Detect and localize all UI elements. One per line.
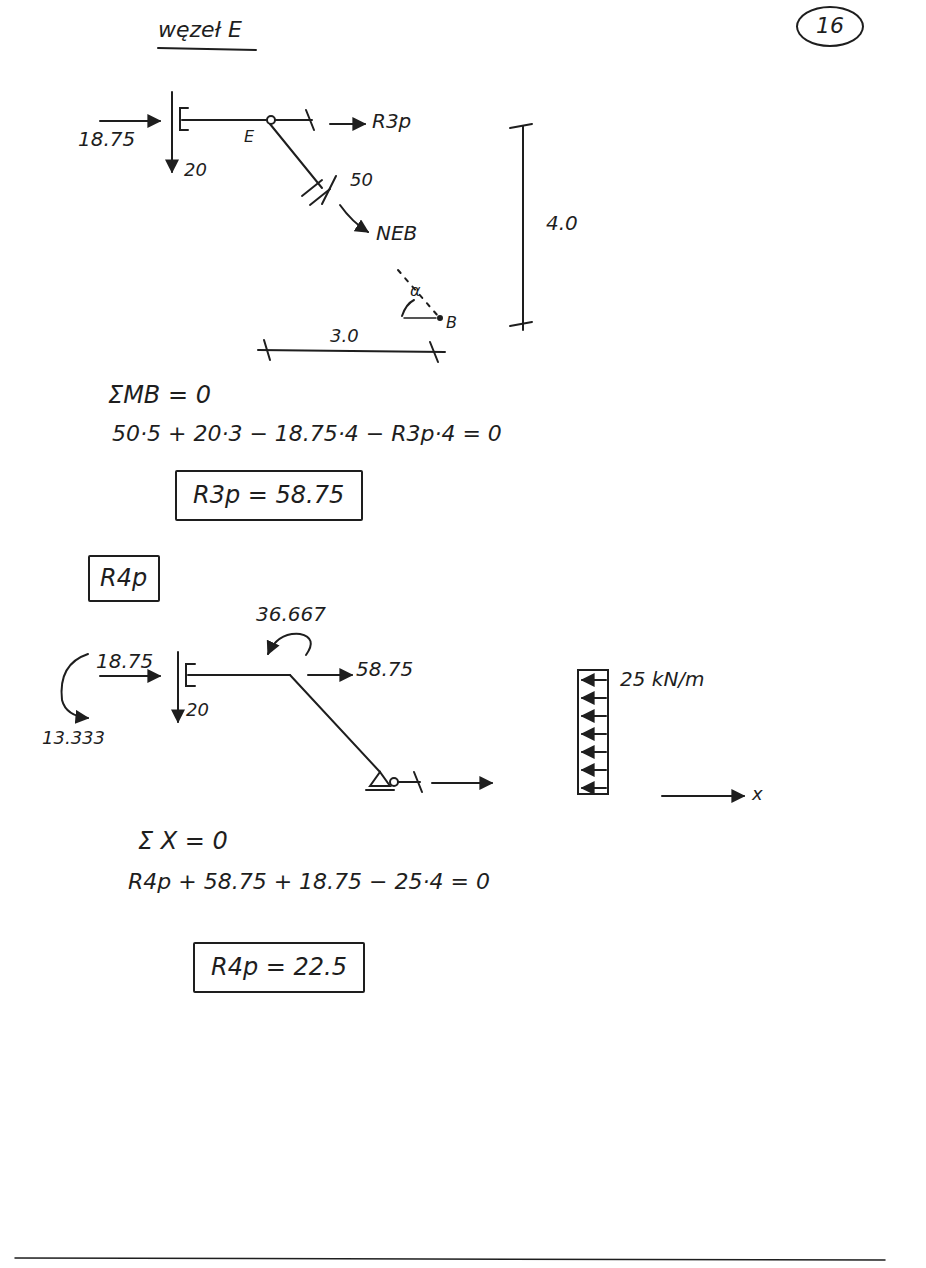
handwritten-label: 18.75 [96, 650, 153, 672]
handwritten-label: węzeł E [158, 18, 242, 42]
node-text: R4p = 22.5 [211, 954, 347, 980]
handwritten-label: 20 [186, 700, 209, 720]
handwritten-label: 36.667 [256, 603, 326, 625]
handwritten-label: α [410, 282, 421, 300]
handwritten-label: 4.0 [546, 212, 578, 234]
page-number-circle: 16 [796, 6, 864, 47]
handwritten-label: x [752, 784, 763, 804]
node-text: 16 [816, 14, 844, 38]
handwritten-label: B [446, 314, 457, 332]
result-box: R3p = 58.75 [175, 470, 363, 521]
handwritten-label: 58.75 [356, 658, 413, 680]
handwritten-label: 50 [350, 170, 373, 190]
handwritten-label: 3.0 [330, 326, 359, 346]
handwritten-label: Σ X = 0 [138, 828, 228, 854]
handwritten-label: 20 [184, 160, 207, 180]
handwritten-label: 50·5 + 20·3 − 18.75·4 − R3p·4 = 0 [112, 422, 502, 446]
handwritten-label: ΣMB = 0 [108, 382, 211, 408]
handwritten-label: 18.75 [78, 128, 135, 150]
handwritten-label: R3p [372, 110, 411, 132]
node-text: R4p [100, 565, 147, 591]
handwritten-label: R4p + 58.75 + 18.75 − 25·4 = 0 [128, 870, 490, 894]
handwritten-label: 25 kN/m [620, 668, 705, 690]
handwritten-label: 13.333 [42, 728, 105, 748]
node-text: R3p = 58.75 [193, 482, 344, 508]
handwritten-label: NEB [376, 222, 417, 244]
result-box: R4p = 22.5 [193, 942, 365, 993]
handwritten-label: E [244, 128, 254, 146]
result-box: R4p [88, 555, 160, 602]
